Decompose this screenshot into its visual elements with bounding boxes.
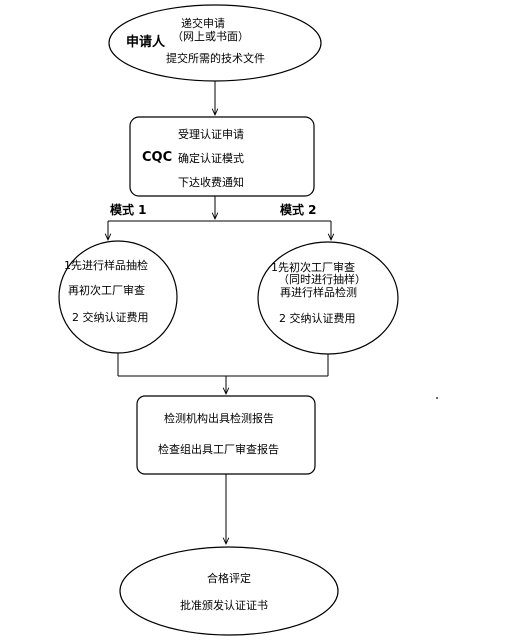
mode1-label: 模式 1 [110,203,147,217]
applicant-role-label: 申请人 [126,35,166,50]
mode1-ellipse [58,240,178,354]
mode2-label: 模式 2 [280,203,317,217]
cqc-box [129,116,315,197]
mode1-line2: 再初次工厂审查 [68,284,145,297]
stray-dot [436,397,438,399]
mode2-line4: 2 交纳认证费用 [279,312,356,325]
applicant-line1: 递交申请 [181,17,225,30]
mode2-line2: （同时进行抽样） [278,273,366,286]
cqc-line1: 受理认证申请 [178,128,244,141]
mode2-line1: 1先初次工厂审查 [271,261,355,274]
applicant-line3: 提交所需的技术文件 [166,52,265,65]
cqc-line2: 确定认证模式 [178,152,244,165]
reports-line2: 检查组出具工厂审查报告 [158,443,279,456]
result-ellipse [119,546,339,636]
reports-line1: 检测机构出具检测报告 [164,412,274,425]
applicant-line2: （网上或书面） [172,30,249,43]
result-line1: 合格评定 [207,572,251,585]
result-line2: 批准颁发认证证书 [180,599,268,612]
cqc-label: CQC [142,150,173,165]
mode2-line3: 再进行样品检测 [280,286,357,299]
mode1-line1: 1先进行样品抽检 [64,259,148,272]
cqc-line3: 下达收费通知 [178,176,244,189]
reports-box [136,395,316,475]
mode1-line3: 2 交纳认证费用 [72,311,149,324]
